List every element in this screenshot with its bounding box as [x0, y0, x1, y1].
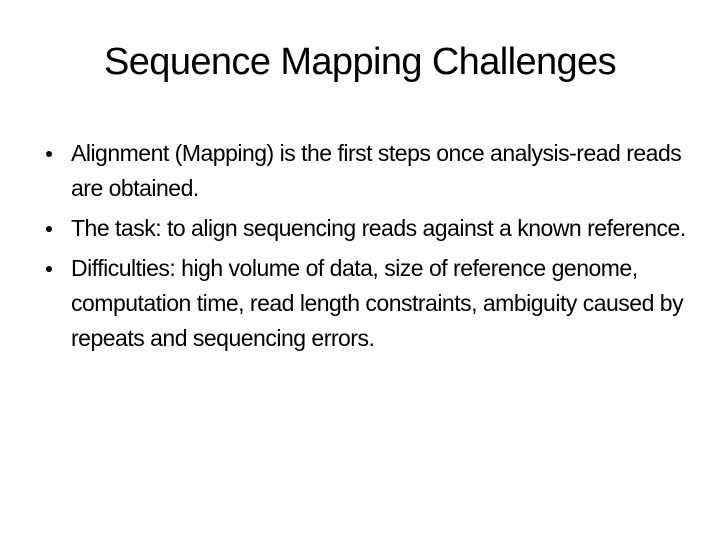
slide-title: Sequence Mapping Challenges: [104, 41, 617, 83]
bullet-text: Difficulties: high volume of data, size …: [71, 255, 684, 351]
bullet-text: The task: to align sequencing reads agai…: [71, 215, 686, 241]
round-bullet-icon: [46, 226, 52, 232]
round-bullet-icon: [46, 151, 52, 157]
bullet-text: Alignment (Mapping) is the first steps o…: [71, 140, 682, 201]
bullet-item: The task: to align sequencing reads agai…: [36, 211, 688, 246]
bullet-item: Alignment (Mapping) is the first steps o…: [36, 136, 688, 206]
round-bullet-icon: [46, 266, 52, 272]
bullet-item: Difficulties: high volume of data, size …: [36, 251, 688, 356]
bullet-list: Alignment (Mapping) is the first steps o…: [36, 136, 688, 361]
